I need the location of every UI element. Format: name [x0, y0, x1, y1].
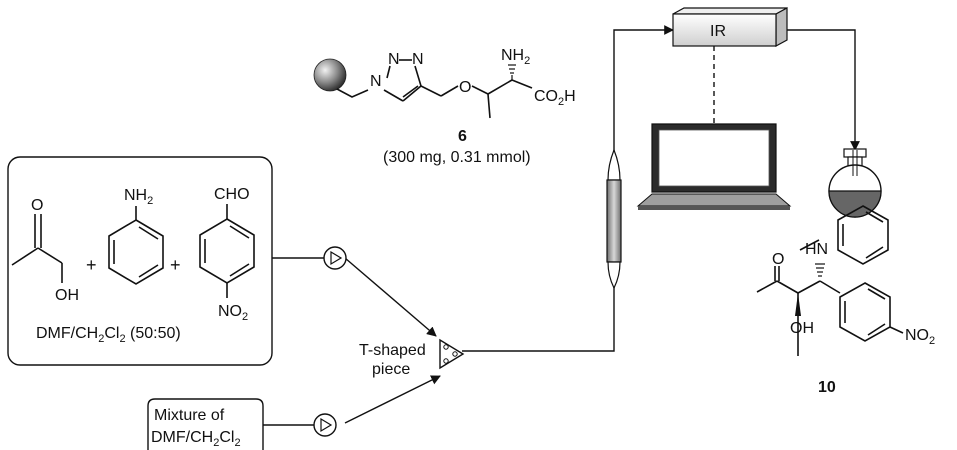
- t-piece: [439, 338, 465, 370]
- product-hn: HN: [805, 241, 828, 258]
- ir-cell: [672, 6, 788, 48]
- hydroxyacetone-o: O: [31, 197, 43, 214]
- pump-2: [313, 413, 337, 437]
- svg-text:CO2H: CO2H: [534, 88, 576, 108]
- ir-label: IR: [710, 23, 726, 40]
- product-number: 10: [818, 379, 836, 396]
- hydroxyacetone-oh: OH: [55, 287, 79, 304]
- aniline-structure: [108, 206, 164, 285]
- product-oh: OH: [790, 320, 814, 337]
- triazole-n1: N: [370, 73, 382, 90]
- reagents-solvent: DMF/CH2Cl2 (50:50): [36, 325, 181, 345]
- catalyst-co-h: H: [564, 88, 576, 105]
- nitrobenzaldehyde-structure: [199, 204, 255, 298]
- aldehyde-no-sub: 2: [242, 311, 248, 323]
- hydroxyacetone-structure: [11, 214, 63, 283]
- resin-bead-icon: [313, 58, 347, 92]
- plus-sign-2: +: [170, 255, 181, 275]
- svg-text:NH2: NH2: [124, 187, 153, 207]
- svg-text:NO2: NO2: [218, 303, 248, 323]
- svg-text:NH2: NH2: [501, 47, 530, 67]
- product-no-sub: 2: [929, 335, 935, 347]
- t-piece-label-1: T-shaped: [359, 342, 426, 359]
- catalyst-structure: N N N O NH2 CO2H: [313, 47, 576, 119]
- product-o: O: [772, 251, 784, 268]
- catalyst-co: CO: [534, 88, 558, 105]
- triazole-n3: N: [412, 51, 424, 68]
- catalyst-number: 6: [458, 128, 467, 145]
- svg-text:NO2: NO2: [905, 327, 935, 347]
- packed-column: [606, 148, 622, 290]
- catalyst-nh: NH: [501, 47, 524, 64]
- mixture-line1: Mixture of: [154, 407, 225, 424]
- pump-1: [323, 246, 347, 270]
- t-piece-label-2: piece: [372, 361, 410, 378]
- laptop-icon: [636, 123, 792, 210]
- catalyst-co-sub: 2: [558, 96, 564, 108]
- reagents-box: O OH + NH2 + CHO NO2 DMF/CH2C: [7, 156, 273, 366]
- collection-flask-icon: [828, 148, 882, 218]
- product-no: NO: [905, 327, 929, 344]
- aniline-nh: NH: [124, 187, 147, 204]
- mixture-box-frame: [147, 398, 264, 450]
- reagents-box-frame: [7, 156, 273, 366]
- product-structure: O HN OH NO2: [756, 205, 935, 356]
- aldehyde-no: NO: [218, 303, 242, 320]
- hn-hashed-bond: [815, 263, 825, 277]
- aldehyde-cho: CHO: [214, 186, 250, 203]
- triazole-n2: N: [388, 51, 400, 68]
- mixture-line2: DMF/CH2Cl2: [151, 429, 241, 449]
- catalyst-nh-sub: 2: [524, 55, 530, 67]
- nh2-wedge: [508, 64, 516, 80]
- aniline-nh-sub: 2: [147, 195, 153, 207]
- plus-sign-1: +: [86, 255, 97, 275]
- mixture-box: Mixture of DMF/CH2Cl2: [147, 398, 264, 450]
- catalyst-amount: (300 mg, 0.31 mmol): [383, 149, 531, 166]
- tubing: [263, 25, 860, 426]
- ether-o: O: [459, 79, 471, 96]
